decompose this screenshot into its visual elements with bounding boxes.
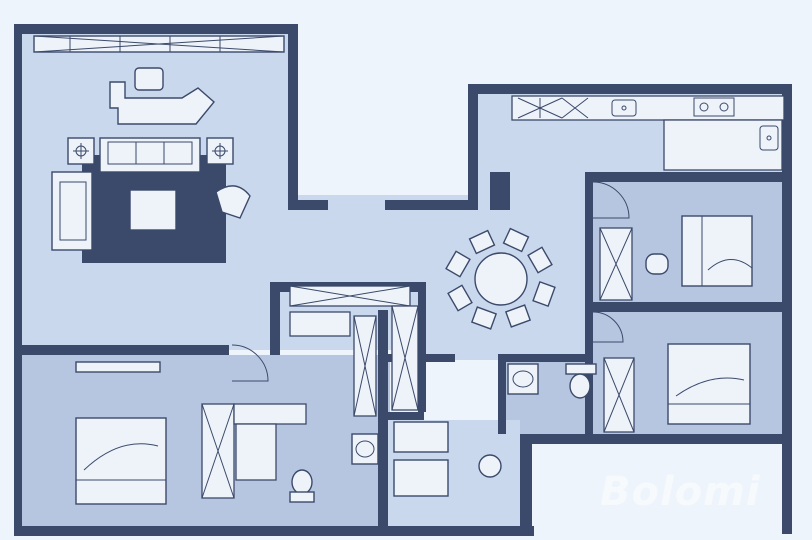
basin-bath <box>507 363 539 395</box>
basin-center <box>351 433 379 465</box>
desk <box>109 67 215 125</box>
toilet-bath <box>565 363 597 399</box>
coffee-table <box>129 189 177 231</box>
door-top-right <box>592 181 630 219</box>
kitchen-counter <box>511 95 785 171</box>
chair-top-right <box>645 253 669 275</box>
dining-table <box>445 227 556 330</box>
bed-bottom-right <box>667 343 751 425</box>
toilet-center <box>289 469 315 503</box>
sofa <box>99 137 201 173</box>
bathroom-cabinets <box>289 285 411 417</box>
watermark: Bolomi <box>600 469 761 515</box>
wardrobe-left <box>201 403 307 499</box>
walls <box>14 24 792 536</box>
armchair <box>215 185 251 219</box>
door-bottom-right <box>592 311 624 343</box>
lamp-table-left <box>67 137 95 165</box>
stove <box>693 97 735 117</box>
bed-left <box>75 417 167 505</box>
sink-kitchen <box>611 99 637 117</box>
window-left-bedroom <box>75 361 161 373</box>
lamp-table-right <box>206 137 234 165</box>
bed-top-right <box>681 215 753 287</box>
door-left-bedroom <box>231 344 269 382</box>
sofa-study <box>393 421 449 497</box>
sink-kitchen-2 <box>759 125 779 151</box>
side-sofa <box>51 171 93 251</box>
chair-study <box>478 454 502 478</box>
window-top-living <box>33 35 285 53</box>
